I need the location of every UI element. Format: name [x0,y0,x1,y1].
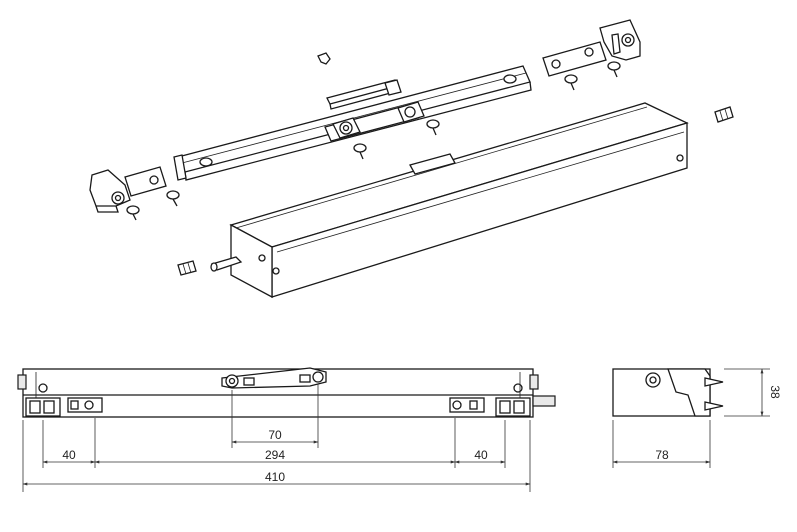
exploded-view [89,19,734,299]
dim-70: 70 [231,428,319,444]
end-cap-right [714,106,734,123]
dim-40-left: 40 [42,448,96,464]
dim-410: 410 [22,470,531,486]
small-nut-top [317,52,331,65]
dim-38: 38 [760,368,782,417]
screws [126,61,621,221]
dim-294: 294 [94,448,456,464]
side-view [612,368,724,417]
screw-4 [426,119,440,136]
center-clamp [324,101,425,142]
dimensions: 70 40 294 40 410 78 38 [22,368,782,492]
actuator-body [210,102,689,299]
dim-410-label: 410 [265,470,285,484]
left-bracket [89,166,167,213]
right-bracket [542,19,641,77]
front-view [17,367,556,418]
dim-294-label: 294 [265,448,285,462]
screw-6 [607,61,621,78]
screw-5 [564,74,578,91]
dim-40-right: 40 [454,448,506,464]
top-clip [326,79,402,110]
screw-2 [126,205,140,221]
screw-3 [353,143,367,160]
dim-78-label: 78 [655,448,669,462]
screw-1 [166,190,180,207]
dim-40-left-label: 40 [62,448,76,462]
dim-38-label: 38 [768,385,782,399]
dim-40-right-label: 40 [474,448,488,462]
end-cap-left [177,260,197,276]
dim-70-label: 70 [268,428,282,442]
dim-78: 78 [612,448,711,464]
